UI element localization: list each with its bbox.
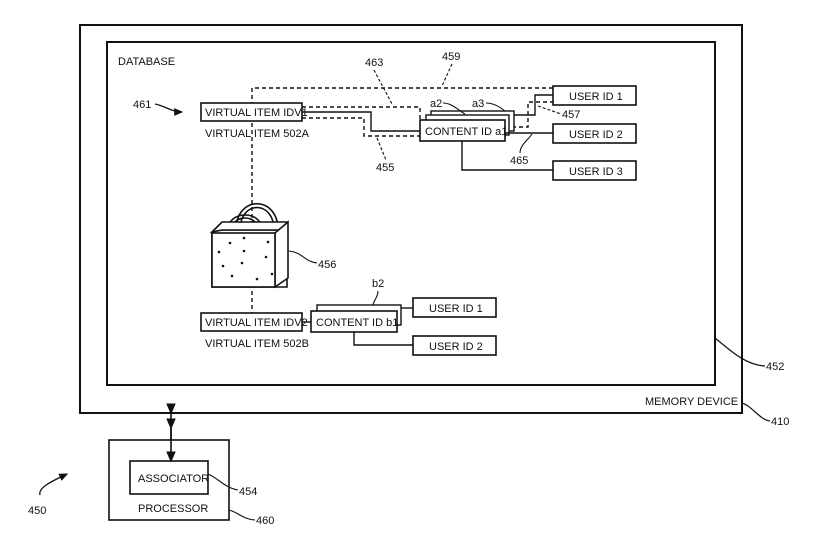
virtual-item-502b-label: VIRTUAL ITEM 502B: [205, 338, 309, 350]
ref-454: 454: [239, 486, 257, 498]
virtual-item-502a-label: VIRTUAL ITEM 502A: [205, 128, 310, 140]
link-idv1-content: [302, 111, 420, 132]
user-a3-label: USER ID 3: [569, 166, 623, 178]
shopping-bag-icon: [209, 203, 289, 289]
ref-a2: a2: [430, 98, 442, 110]
ref-410: 410: [771, 416, 789, 428]
leader-455: [376, 137, 387, 161]
ref-456: 456: [318, 259, 336, 271]
user-a1-box[interactable]: [552, 85, 637, 106]
solid-links-a: [461, 94, 553, 171]
user-b1-box[interactable]: [412, 297, 497, 318]
ref-457: 457: [562, 109, 580, 121]
virtual-item-idv2-label: VIRTUAL ITEM IDV2: [205, 317, 308, 329]
leader-452: [714, 337, 766, 367]
user-a2-box[interactable]: [552, 123, 637, 144]
user-b2-box[interactable]: [412, 335, 497, 356]
database-box: [106, 41, 716, 386]
ref-b2: b2: [372, 278, 384, 290]
user-a2-label: USER ID 2: [569, 129, 623, 141]
ref-459: 459: [442, 51, 460, 63]
bag-dots: [217, 236, 274, 281]
leader-a2: [442, 102, 466, 115]
user-b2-label: USER ID 2: [429, 341, 483, 353]
ref-452: 452: [766, 361, 784, 373]
ref-460: 460: [256, 515, 274, 527]
memory-device-box: [79, 24, 743, 414]
arrow-450: [39, 473, 69, 496]
leader-454: [207, 473, 239, 491]
user-a3-box[interactable]: [552, 160, 637, 181]
leader-460: [228, 509, 256, 521]
ref-465: 465: [510, 155, 528, 167]
ref-450: 450: [28, 505, 46, 517]
ref-a3: a3: [472, 98, 484, 110]
leader-b2: [372, 290, 379, 306]
leader-465: [519, 133, 533, 154]
ref-461: 461: [133, 99, 151, 111]
leader-457: [537, 105, 562, 115]
leader-463: [373, 69, 393, 105]
users-a: USER ID 1 USER ID 2 USER ID 3: [552, 85, 637, 181]
ref-455: 455: [376, 162, 394, 174]
user-a1-label: USER ID 1: [569, 91, 623, 103]
memory-device-label: MEMORY DEVICE: [645, 396, 738, 408]
ref-463: 463: [365, 57, 383, 69]
content-a1-label: CONTENT ID a1: [425, 126, 507, 138]
arrow-461: [154, 103, 184, 116]
leader-459: [441, 63, 453, 87]
leader-a3: [485, 102, 506, 112]
content-b1-label: CONTENT ID b1: [316, 317, 398, 329]
solid-links-b: [353, 307, 413, 346]
virtual-item-idv1-label: VIRTUAL ITEM IDV1: [205, 107, 308, 119]
user-b1-label: USER ID 1: [429, 303, 483, 315]
virtual-item-idv1-box[interactable]: [200, 102, 303, 122]
leader-456: [288, 250, 318, 264]
associator-label: ASSOCIATOR: [138, 473, 209, 485]
database-label: DATABASE: [118, 56, 175, 68]
processor-label: PROCESSOR: [138, 503, 208, 515]
leader-410: [741, 402, 771, 422]
